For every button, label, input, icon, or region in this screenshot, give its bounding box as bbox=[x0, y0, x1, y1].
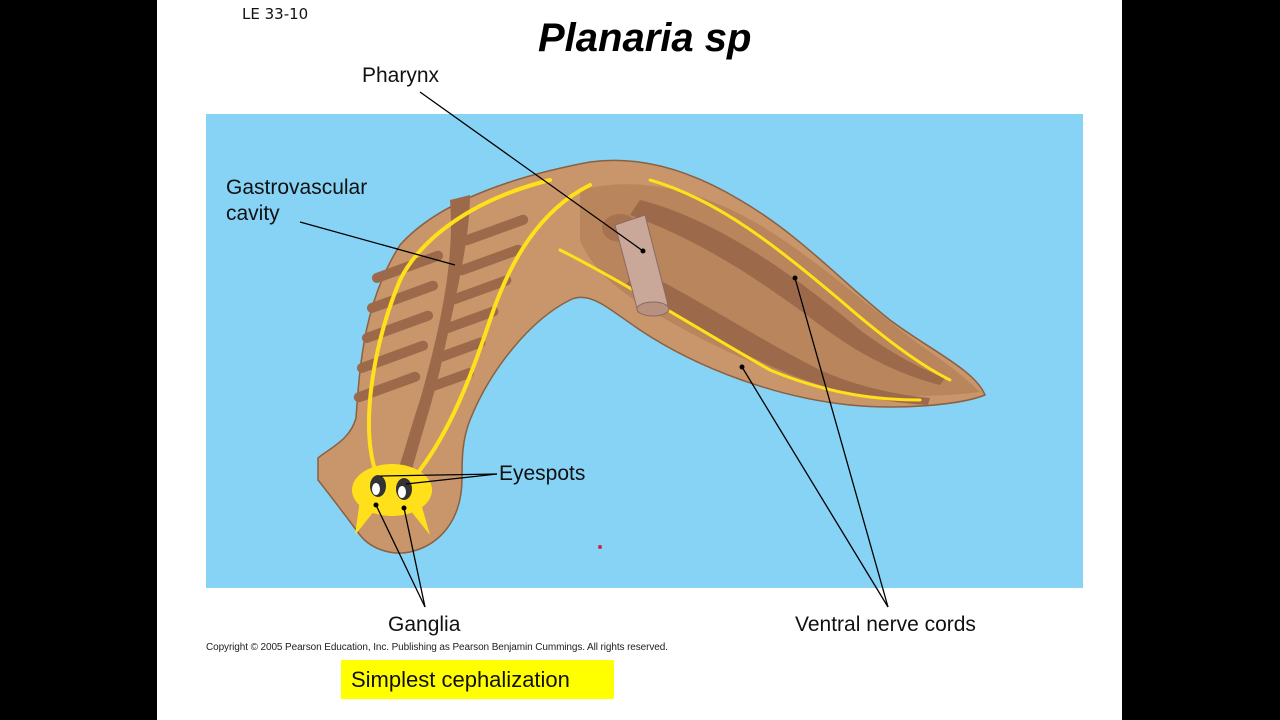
slide-id-label: LE 33-10 bbox=[242, 5, 309, 23]
label-ganglia: Ganglia bbox=[388, 613, 461, 636]
label-gastrovascular-line1: Gastrovascular bbox=[226, 176, 368, 199]
label-gastrovascular-line2: cavity bbox=[226, 202, 280, 225]
label-ventral-nerve-cords: Ventral nerve cords bbox=[795, 613, 976, 636]
label-pharynx: Pharynx bbox=[362, 64, 440, 87]
copyright-notice: Copyright © 2005 Pearson Education, Inc.… bbox=[206, 642, 668, 653]
nerve-cords bbox=[367, 178, 952, 472]
leader-lines bbox=[299, 91, 889, 608]
leader-dots bbox=[373, 248, 798, 511]
pharynx-shape bbox=[602, 214, 670, 317]
slide-title: Planaria sp bbox=[538, 16, 752, 60]
label-eyespots: Eyespots bbox=[499, 462, 586, 485]
callout-highlight: Simplest cephalization bbox=[341, 660, 614, 699]
pointer-dot bbox=[598, 545, 602, 549]
ganglia-shape bbox=[352, 464, 432, 535]
